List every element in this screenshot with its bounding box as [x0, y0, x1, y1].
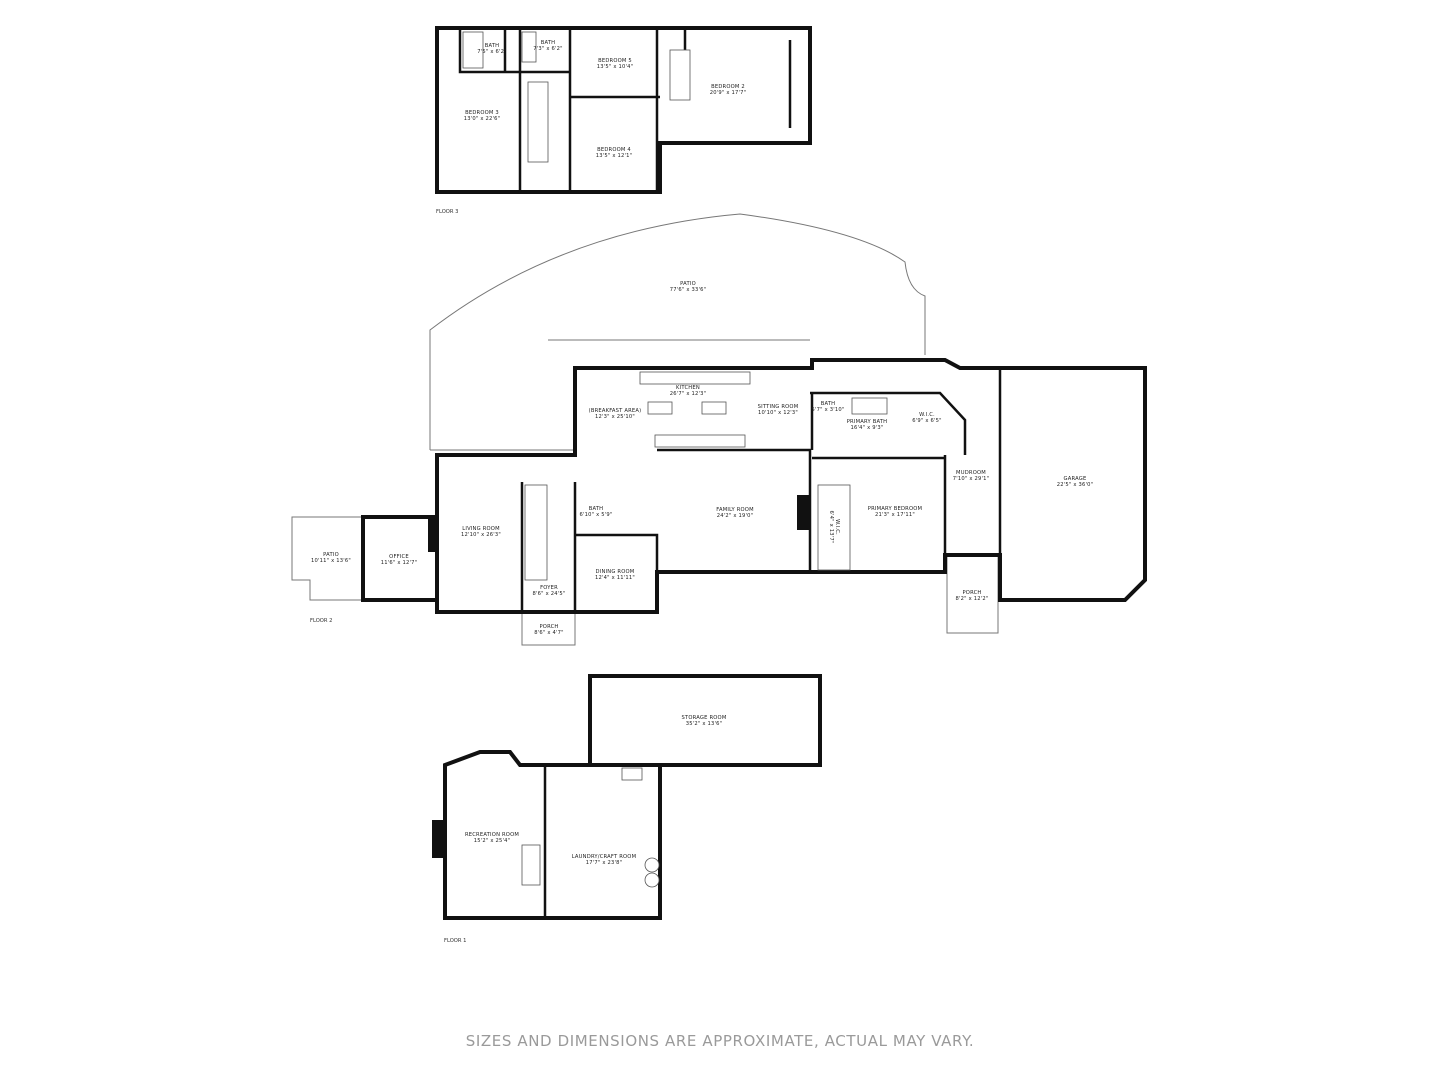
room-dim: 22'5" x 36'0"	[1057, 482, 1093, 488]
floor-2-plan: FLOOR 2	[291, 213, 1147, 646]
room-label: PATIO	[323, 552, 339, 558]
room-dim: 12'3" x 25'10"	[595, 414, 635, 420]
room-label: BATH	[821, 401, 836, 407]
room-label: LAUNDRY/CRAFT ROOM	[572, 854, 637, 860]
floor-2-label: FLOOR 2	[310, 618, 332, 624]
room-label: SITTING ROOM	[758, 404, 799, 410]
room-label: BATH	[485, 43, 500, 49]
room-dim: 8'6" x 24'5"	[533, 591, 566, 597]
room-dim: 6'10" x 5'9"	[580, 512, 613, 518]
room-dim: 13'0" x 22'6"	[464, 116, 500, 122]
room-dim: 17'7" x 23'8"	[586, 860, 622, 866]
room-dim: 15'2" x 25'4"	[474, 838, 510, 844]
room-dim: 8'6" x 4'7"	[534, 630, 563, 636]
room-dim: 16'4" x 9'3"	[851, 425, 884, 431]
room-label: W.I.C.	[834, 519, 840, 535]
room-dim: 7'10" x 29'1"	[953, 476, 989, 482]
room-label: PRIMARY BATH	[847, 419, 888, 425]
room-label: DINING ROOM	[596, 569, 635, 575]
room-label: BEDROOM 3	[465, 110, 499, 116]
room-labels: BATH 7'5" x 6'2" BATH 7'3" x 6'2" BEDROO…	[311, 40, 1093, 866]
room-label: FAMILY ROOM	[716, 507, 754, 513]
room-dim: 35'2" x 13'6"	[686, 721, 722, 727]
room-label: FOYER	[540, 585, 558, 591]
room-label: STORAGE ROOM	[682, 715, 727, 721]
room-dim: 13'5" x 12'1"	[596, 153, 632, 159]
room-label: PORCH	[539, 624, 558, 630]
room-dim: 8'2" x 12'2"	[956, 596, 989, 602]
room-dim: 24'2" x 19'0"	[717, 513, 753, 519]
room-dim: 11'6" x 12'7"	[381, 560, 417, 566]
room-dim: 20'9" x 17'7"	[710, 90, 746, 96]
room-label: BATH	[589, 506, 604, 512]
room-label: BATH	[541, 40, 556, 46]
room-label: BEDROOM 5	[598, 58, 632, 64]
room-dim: 77'6" x 33'6"	[670, 287, 706, 293]
room-dim: 6'9" x 6'5"	[912, 418, 941, 424]
room-label: LIVING ROOM	[462, 526, 500, 532]
room-dim: 10'10" x 12'3"	[758, 410, 798, 416]
room-dim: 5'7" x 3'10"	[812, 407, 845, 413]
floor-1-label: FLOOR 1	[444, 938, 466, 944]
room-label: OFFICE	[389, 554, 409, 560]
room-label: PRIMARY BEDROOM	[868, 506, 922, 512]
room-label: RECREATION ROOM	[465, 832, 519, 838]
room-label: 7'3" x 6'2"	[533, 46, 562, 52]
room-dim: 26'7" x 12'3"	[670, 391, 706, 397]
room-dim: 6'4" x 13'7"	[828, 511, 834, 544]
room-dim: 13'5" x 10'4"	[597, 64, 633, 70]
floor-1-plan: FLOOR 1	[432, 674, 822, 944]
room-dim: 7'5" x 6'2"	[477, 49, 506, 55]
room-dim: 12'10" x 26'3"	[461, 532, 501, 538]
room-label: PORCH	[962, 590, 981, 596]
room-label: MUDROOM	[956, 470, 986, 476]
room-label: KITCHEN	[676, 385, 700, 391]
room-dim: 10'11" x 13'6"	[311, 558, 351, 564]
floor-3-label: FLOOR 3	[436, 209, 458, 215]
room-label: PATIO	[680, 281, 696, 287]
room-label: GARAGE	[1064, 476, 1087, 482]
disclaimer-text: SIZES AND DIMENSIONS ARE APPROXIMATE, AC…	[465, 1032, 975, 1050]
room-dim: 12'4" x 11'11"	[595, 575, 635, 581]
room-label: W.I.C.	[919, 412, 935, 418]
room-label: BEDROOM 2	[711, 84, 745, 90]
room-label: (BREAKFAST AREA)	[589, 408, 642, 414]
room-label: BEDROOM 4	[597, 147, 631, 153]
floor-3-plan: FLOOR 3	[435, 26, 812, 215]
room-dim: 21'3" x 17'11"	[875, 512, 915, 518]
